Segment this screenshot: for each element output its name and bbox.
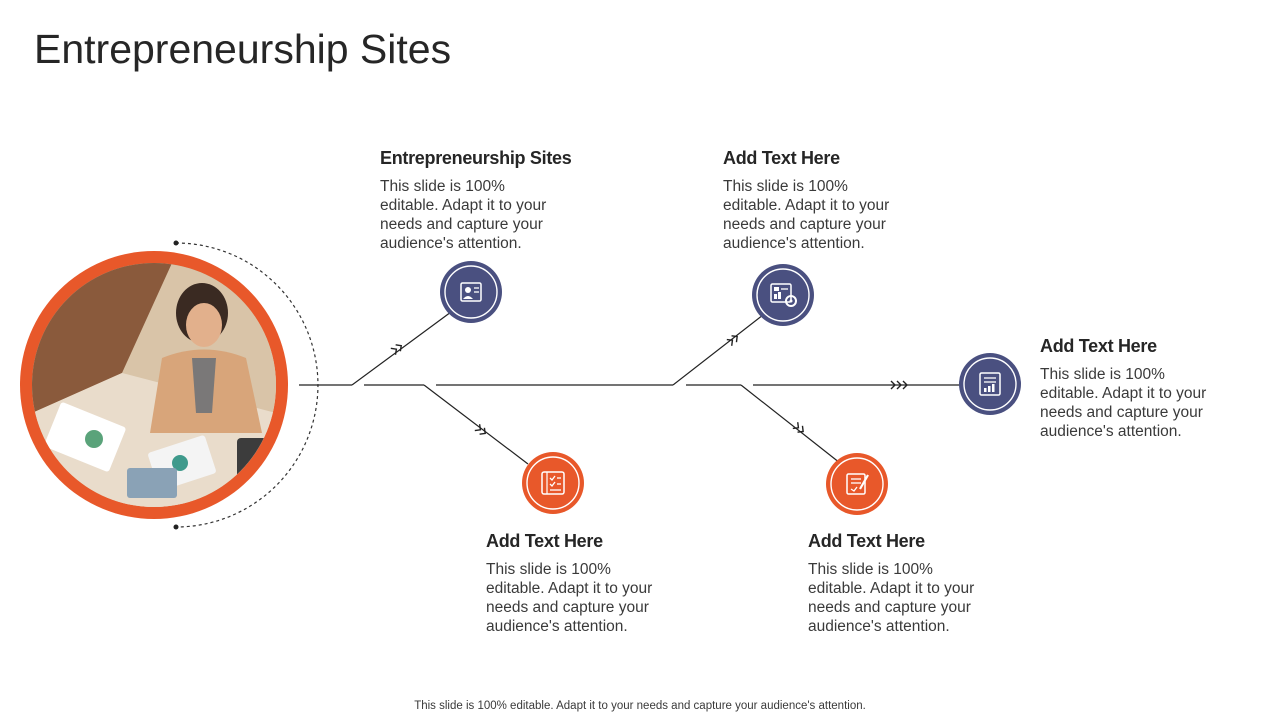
- node-text-n2: Add Text Here This slide is 100% editabl…: [486, 531, 706, 636]
- chevron-icon: [890, 380, 908, 390]
- node-title: Add Text Here: [486, 531, 603, 551]
- node-title: Add Text Here: [808, 531, 925, 551]
- node-description: This slide is 100% editable. Adapt it to…: [808, 561, 975, 635]
- arc-dot-top: [173, 240, 179, 246]
- meeting-illustration: [32, 263, 276, 507]
- node-description: This slide is 100% editable. Adapt it to…: [486, 561, 653, 635]
- node-description: This slide is 100% editable. Adapt it to…: [1040, 366, 1207, 440]
- node-circle-n2: [522, 452, 584, 514]
- page-title: Entrepreneurship Sites: [34, 26, 452, 72]
- nodes-layer: [440, 261, 1021, 515]
- node-circle-n4: [826, 453, 888, 515]
- meeting-photo: [32, 263, 276, 507]
- node-title: Entrepreneurship Sites: [380, 148, 572, 168]
- dashed-arc: [175, 242, 319, 528]
- branch-lines: [351, 311, 841, 465]
- node-circle-n3: [752, 264, 814, 326]
- node-text-n1: Entrepreneurship Sites This slide is 100…: [380, 148, 600, 253]
- chevron-icon: [726, 335, 738, 346]
- node-title: Add Text Here: [1040, 336, 1157, 356]
- node-description: This slide is 100% editable. Adapt it to…: [723, 178, 890, 252]
- resume-icon: [460, 282, 482, 302]
- chevron-icon: [390, 344, 403, 355]
- node-text-n5: Add Text Here This slide is 100% editabl…: [1040, 336, 1260, 441]
- chevron-icon: [474, 424, 486, 435]
- document-edit-icon: [846, 473, 869, 495]
- node-circle-n5: [959, 353, 1021, 415]
- dashboard-gear-icon: [770, 283, 797, 307]
- report-chart-icon: [979, 372, 1001, 396]
- photo-ring: [20, 251, 288, 519]
- node-text-n3: Add Text Here This slide is 100% editabl…: [723, 148, 943, 253]
- checklist-icon: [541, 471, 565, 495]
- arc-dot-bottom: [173, 524, 179, 530]
- chevron-icon: [792, 422, 804, 433]
- footer-note: This slide is 100% editable. Adapt it to…: [414, 700, 866, 712]
- node-description: This slide is 100% editable. Adapt it to…: [380, 178, 547, 252]
- chevrons: [390, 335, 908, 435]
- node-title: Add Text Here: [723, 148, 840, 168]
- node-circle-n1: [440, 261, 502, 323]
- node-text-n4: Add Text Here This slide is 100% editabl…: [808, 531, 1028, 636]
